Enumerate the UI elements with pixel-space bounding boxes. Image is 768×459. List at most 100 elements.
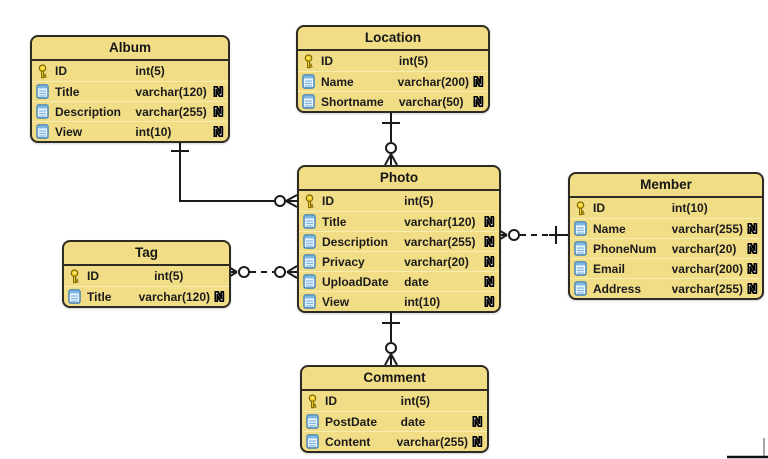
entity-table-photo[interactable]: Photo ID int(5) Title varchar(120) N Des…: [297, 165, 501, 313]
table-row: ID int(5): [302, 391, 487, 411]
column-name: ID: [55, 64, 67, 78]
column-icon: [303, 294, 316, 309]
table-row: PostDate date N: [302, 411, 487, 431]
table-header: Photo: [299, 167, 499, 191]
table-title: Location: [364, 30, 422, 45]
column-icon: [36, 124, 49, 139]
relationship-location-photo: [382, 111, 400, 166]
entity-table-member[interactable]: Member ID int(10) Name varchar(255) N Ph…: [568, 172, 764, 300]
column-name: Description: [55, 104, 122, 119]
table-title: Tag: [135, 245, 158, 260]
column-icon: [68, 289, 81, 304]
column-type: varchar(255): [671, 281, 743, 296]
column-name: ID: [87, 269, 99, 283]
nullable-badge: N: [214, 288, 225, 304]
nullable-badge: N: [747, 280, 758, 296]
column-icon: [306, 414, 319, 429]
table-row: View int(10) N: [32, 121, 228, 141]
table-row: Email varchar(200) N: [570, 258, 762, 278]
column-type: int(5): [404, 194, 434, 208]
column-name: View: [322, 294, 350, 309]
table-row: Title varchar(120) N: [64, 286, 229, 306]
cropped-window-corner: [727, 438, 768, 459]
primary-key-icon: [36, 64, 49, 79]
table-title: Album: [109, 40, 151, 55]
table-header: Location: [298, 27, 488, 51]
nullable-badge: N: [484, 233, 495, 249]
column-type: varchar(255): [404, 234, 476, 249]
column-type: varchar(200): [671, 261, 743, 276]
primary-key-icon: [302, 54, 315, 69]
primary-key-icon: [68, 269, 81, 284]
nullable-badge: N: [484, 213, 495, 229]
table-row: Description varchar(255) N: [32, 101, 228, 121]
table-row: ID int(10): [570, 198, 762, 218]
table-row: ID int(5): [64, 266, 229, 286]
nullable-badge: N: [472, 413, 483, 429]
column-name: ID: [322, 194, 334, 208]
column-name: Description: [322, 234, 389, 249]
column-name: View: [55, 124, 83, 139]
column-type: varchar(255): [671, 221, 743, 236]
column-name: UploadDate: [322, 274, 389, 289]
table-row: ID int(5): [298, 51, 488, 71]
entity-table-album[interactable]: Album ID int(5) Title varchar(120) N Des…: [30, 35, 230, 143]
column-name: Name: [321, 74, 354, 89]
column-type: int(10): [404, 294, 441, 309]
table-row: Name varchar(255) N: [570, 218, 762, 238]
table-row: ID int(5): [32, 61, 228, 81]
column-type: varchar(120): [404, 214, 476, 229]
column-icon: [303, 234, 316, 249]
table-row: ID int(5): [299, 191, 499, 211]
column-name: ID: [321, 54, 333, 68]
column-type: varchar(255): [396, 434, 468, 449]
entity-table-comment[interactable]: Comment ID int(5) PostDate date N Conten…: [300, 365, 489, 453]
entity-table-tag[interactable]: Tag ID int(5) Title varchar(120) N: [62, 240, 231, 308]
column-type: int(10): [671, 201, 708, 215]
column-icon: [574, 281, 587, 296]
column-type: varchar(120): [138, 289, 210, 304]
nullable-badge: N: [472, 433, 483, 449]
table-row: Shortname varchar(50) N: [298, 91, 488, 111]
column-icon: [574, 221, 587, 236]
column-type: int(5): [154, 269, 184, 283]
table-header: Comment: [302, 367, 487, 391]
column-name: Name: [593, 221, 626, 236]
table-title: Comment: [363, 370, 426, 385]
table-title: Photo: [379, 170, 419, 185]
table-header: Member: [570, 174, 762, 198]
nullable-badge: N: [213, 123, 224, 139]
table-row: View int(10) N: [299, 291, 499, 311]
column-type: int(5): [398, 54, 429, 68]
nullable-badge: N: [484, 273, 495, 289]
nullable-badge: N: [213, 103, 224, 119]
table-row: Address varchar(255) N: [570, 278, 762, 298]
nullable-badge: N: [473, 93, 484, 109]
column-icon: [574, 241, 587, 256]
column-icon: [36, 84, 49, 99]
nullable-badge: N: [473, 73, 484, 89]
column-icon: [302, 94, 315, 109]
column-name: ID: [593, 201, 605, 215]
column-type: varchar(200): [397, 74, 469, 89]
column-type: date: [404, 274, 429, 289]
table-row: Title varchar(120) N: [299, 211, 499, 231]
column-name: Shortname: [321, 94, 384, 109]
column-icon: [574, 261, 587, 276]
column-name: PostDate: [325, 414, 378, 429]
table-header: Album: [32, 37, 228, 61]
column-name: Address: [593, 281, 642, 296]
entity-table-location[interactable]: Location ID int(5) Name varchar(200) N S…: [296, 25, 490, 113]
column-type: int(10): [135, 124, 172, 139]
nullable-badge: N: [213, 83, 224, 99]
column-type: varchar(20): [671, 241, 737, 256]
nullable-badge: N: [747, 260, 758, 276]
column-name: Title: [322, 214, 347, 229]
column-type: varchar(20): [404, 254, 469, 269]
column-icon: [303, 214, 316, 229]
table-row: PhoneNum varchar(20) N: [570, 238, 762, 258]
table-row: Description varchar(255) N: [299, 231, 499, 251]
column-name: Title: [55, 84, 80, 99]
table-row: Content varchar(255) N: [302, 431, 487, 451]
primary-key-icon: [303, 194, 316, 209]
